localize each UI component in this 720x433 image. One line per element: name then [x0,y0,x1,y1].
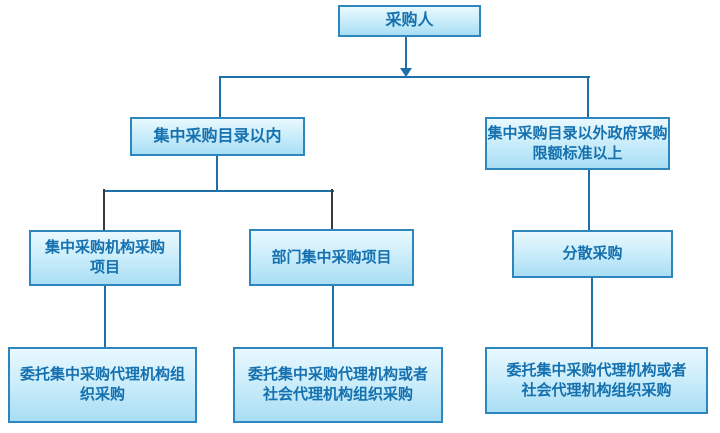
node-purchaser: 采购人 [338,5,481,37]
connector-decentralized-to-entrust [591,278,593,347]
connector-within-split-horizontal [103,190,334,192]
node-central-agency-projects: 集中采购机构采购 项目 [29,230,181,286]
node-entrust-central-or-social-right: 委托集中采购代理机构或者 社会代理机构组织采购 [485,347,708,414]
connector-drop-central-agency [103,189,105,230]
connector-drop-outside-catalog [587,76,589,117]
connector-purchaser-stem [405,37,407,68]
arrow-down-icon [400,68,412,77]
node-entrust-central-agency: 委托集中采购代理机构组 织采购 [8,347,197,423]
node-outside-catalog: 集中采购目录以外政府采购 限额标准以上 [485,117,670,170]
node-within-catalog: 集中采购目录以内 [130,117,305,156]
node-entrust-central-or-social-left: 委托集中采购代理机构或者 社会代理机构组织采购 [233,347,443,423]
connector-drop-within-catalog [219,76,221,117]
node-decentralized-procurement: 分散采购 [512,230,673,278]
connector-within-catalog-stem [216,156,218,191]
connector-central-agency-to-entrust [104,286,106,347]
connector-split-horizontal [219,76,590,78]
connector-drop-department-central [331,189,333,229]
node-department-central-projects: 部门集中采购项目 [249,229,414,286]
connector-outside-to-decentralized [588,170,590,230]
connector-department-to-entrust [332,286,334,347]
